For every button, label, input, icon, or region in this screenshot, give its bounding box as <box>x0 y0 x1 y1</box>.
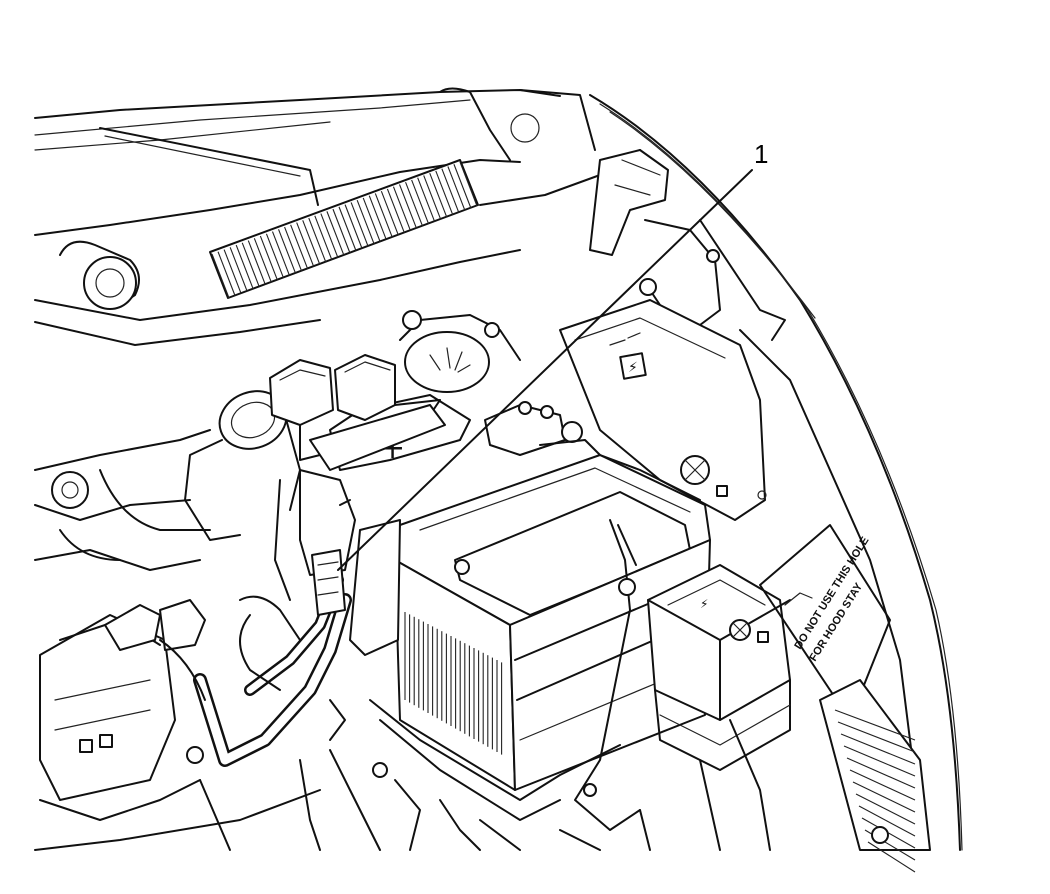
harness-connector <box>274 469 401 656</box>
hatch-line <box>211 253 230 299</box>
lower-structure <box>34 746 651 851</box>
hatch-line <box>858 805 916 837</box>
wiper-pivot-cap <box>83 256 137 310</box>
hatch-line <box>326 211 345 256</box>
hatch-line <box>435 170 454 216</box>
hatch-line <box>867 841 916 873</box>
hatch-line <box>344 204 363 249</box>
hatch-line <box>392 186 411 231</box>
svg-text:⚡: ⚡ <box>628 360 638 376</box>
engine-control-module <box>39 599 206 821</box>
hatch-line <box>229 247 248 292</box>
hatch-line <box>834 709 916 741</box>
hatch-line <box>840 733 916 765</box>
battery-tray <box>369 519 641 851</box>
strut-tower-cap <box>399 310 521 393</box>
hatch-line <box>837 721 916 753</box>
hatch-line <box>405 181 424 227</box>
hatch-line <box>429 173 448 218</box>
svg-text:⚡: ⚡ <box>700 597 708 611</box>
hatch-line <box>362 197 381 243</box>
callout-label: 1 <box>754 139 768 169</box>
radiator-support <box>699 679 931 873</box>
battery-cover: ⚡ <box>559 299 767 521</box>
hatch-line <box>284 226 303 272</box>
hatch-line <box>265 233 284 279</box>
callout-leader-line <box>337 169 753 571</box>
hatch-line <box>338 206 357 252</box>
hatch-line <box>843 745 916 777</box>
hatch-line <box>417 177 436 222</box>
hatch-line <box>411 179 430 225</box>
hatch-line <box>447 166 466 211</box>
fuse-block: ⚡ <box>647 564 791 771</box>
callout-1: 1 <box>337 139 768 571</box>
hatch-line <box>852 781 916 813</box>
hatch-line <box>380 190 399 236</box>
hatch-line <box>332 208 351 254</box>
hatch-line <box>241 242 260 287</box>
hatch-line <box>290 224 309 270</box>
hatch-line <box>314 215 333 261</box>
hatch-line <box>350 202 369 247</box>
hatch-line <box>386 188 405 234</box>
hatch-line <box>849 769 916 801</box>
hatch-line <box>453 164 472 209</box>
underhood-relays <box>269 354 446 471</box>
hatch-line <box>217 251 236 296</box>
hatch-line <box>259 235 278 281</box>
air-intake <box>34 390 301 571</box>
hatch-line <box>374 193 393 238</box>
hatch-line <box>235 244 254 290</box>
hatch-line <box>296 222 315 267</box>
hatch-line <box>278 229 297 274</box>
hatch-line <box>302 220 321 265</box>
hatch-line <box>459 161 478 207</box>
hatch-line <box>247 240 266 285</box>
hatch-line <box>356 199 375 245</box>
cowl-grille <box>209 159 479 299</box>
hood-hinge <box>589 149 786 341</box>
windshield-cowl <box>34 87 641 346</box>
hatch-line <box>855 793 916 825</box>
hatch-line <box>846 757 916 789</box>
hatch-line <box>368 195 387 240</box>
hatch-line <box>253 238 272 283</box>
hatch-line <box>423 175 442 220</box>
hatch-line <box>223 249 242 294</box>
hatch-line <box>398 184 418 229</box>
hatch-line <box>441 168 460 213</box>
hatch-line <box>320 213 339 258</box>
hatch-line <box>271 231 291 276</box>
hatch-line <box>308 217 327 263</box>
